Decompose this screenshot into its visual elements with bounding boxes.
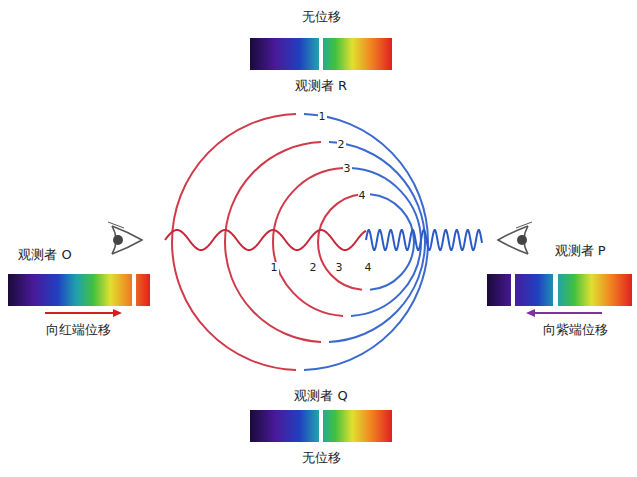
observer-label: 观测者 O — [18, 248, 71, 262]
observer-label: 观测者 R — [295, 79, 347, 93]
spectrum-caption: 无位移 — [302, 451, 341, 465]
callout-number: 3 — [343, 163, 352, 175]
wave-train — [165, 230, 482, 250]
eye-right — [498, 222, 532, 254]
spectrum-gap — [553, 274, 558, 306]
spectrum-caption: 无位移 — [302, 10, 341, 24]
spectrum-bar — [8, 274, 150, 306]
spectral-line — [319, 410, 323, 442]
spectral-line — [511, 274, 515, 306]
blue-wave — [366, 230, 482, 250]
arrow-head — [526, 309, 535, 317]
callout-number: 1 — [270, 262, 279, 274]
callout-number: 1 — [318, 111, 327, 123]
blueshift-arrow — [532, 312, 602, 314]
spectrum-bar — [250, 38, 392, 70]
shift-caption: 向红端位移 — [46, 323, 111, 337]
redshift-arrow — [45, 312, 116, 314]
red-wave — [165, 230, 366, 250]
arrow-head — [113, 309, 122, 317]
spectral-line — [132, 274, 136, 306]
callout-number: 2 — [337, 139, 346, 151]
callout-number: 4 — [358, 190, 367, 202]
shift-caption: 向紫端位移 — [543, 323, 608, 337]
observer-label: 观测者 P — [555, 244, 606, 258]
callout-number: 2 — [309, 262, 318, 274]
observer-label: 观测者 Q — [294, 389, 347, 403]
spectrum-bar — [250, 410, 392, 442]
callout-number: 3 — [335, 262, 344, 274]
spectrum-bar — [487, 274, 632, 306]
eye-left — [108, 222, 142, 254]
spectral-line — [319, 38, 323, 70]
callout-number: 4 — [364, 262, 373, 274]
